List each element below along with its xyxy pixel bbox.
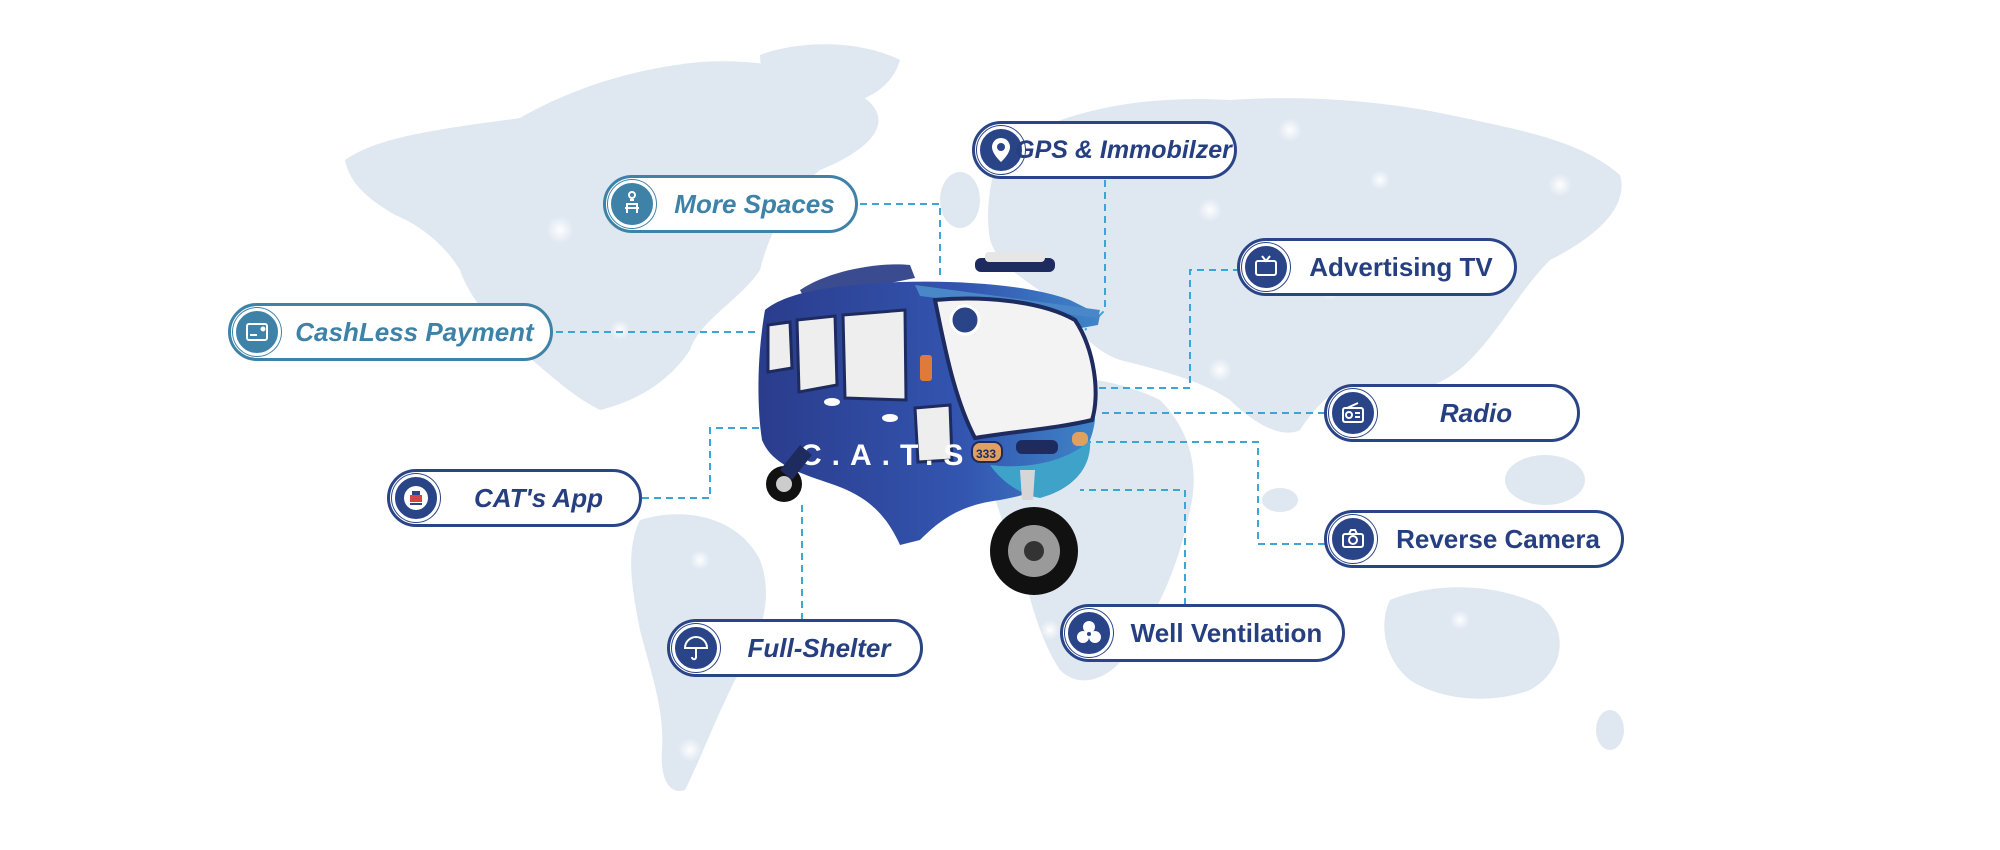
radio-icon xyxy=(1329,389,1377,437)
feature-advertising-tv: Advertising TV xyxy=(1237,238,1517,296)
tv-icon xyxy=(1242,243,1290,291)
feature-cashless-label: CashLess Payment xyxy=(295,316,534,347)
feature-more-spaces: More Spaces xyxy=(603,175,858,233)
feature-ventilation: Well Ventilation xyxy=(1060,604,1345,662)
feature-gps-label: GPS & Immobilzer xyxy=(1015,135,1232,164)
card-icon xyxy=(233,308,281,356)
continent-australia xyxy=(1384,587,1560,699)
seated-person-icon xyxy=(608,180,656,228)
feature-ventilation-label: Well Ventilation xyxy=(1130,617,1323,648)
feature-cats-app: CAT's App xyxy=(387,469,642,527)
connector-reverse-camera xyxy=(1090,441,1325,545)
windshield-logo xyxy=(949,304,981,336)
feature-full-shelter-label: Full-Shelter xyxy=(747,632,891,663)
feature-cats-app-label: CAT's App xyxy=(474,482,603,513)
location-pin-icon xyxy=(977,126,1025,174)
camera-icon xyxy=(1329,515,1377,563)
headlight-text: 333 xyxy=(976,447,996,461)
connector-more-spaces xyxy=(860,203,941,280)
continent-north-america xyxy=(345,61,879,411)
feature-radio: Radio xyxy=(1324,384,1580,442)
connector-cats-app xyxy=(642,427,760,499)
feature-cashless: CashLess Payment xyxy=(228,303,553,361)
fan-icon xyxy=(1065,609,1113,657)
feature-reverse-camera-label: Reverse Camera xyxy=(1396,523,1600,554)
feature-radio-label: Radio xyxy=(1439,397,1513,428)
feature-reverse-camera: Reverse Camera xyxy=(1324,510,1624,568)
feature-gps: GPS & Immobilzer xyxy=(972,121,1237,179)
continent-greenland xyxy=(760,44,900,106)
feature-more-spaces-label: More Spaces xyxy=(674,188,835,219)
feature-full-shelter: Full-Shelter xyxy=(667,619,923,677)
vehicle-side-text: C.A.T.S xyxy=(800,439,973,472)
connector-advertising-tv xyxy=(1095,269,1240,389)
app-logo-icon xyxy=(392,474,440,522)
feature-advertising-tv-label: Advertising TV xyxy=(1309,251,1493,282)
umbrella-icon xyxy=(672,624,720,672)
connector-ventilation xyxy=(1080,489,1186,605)
